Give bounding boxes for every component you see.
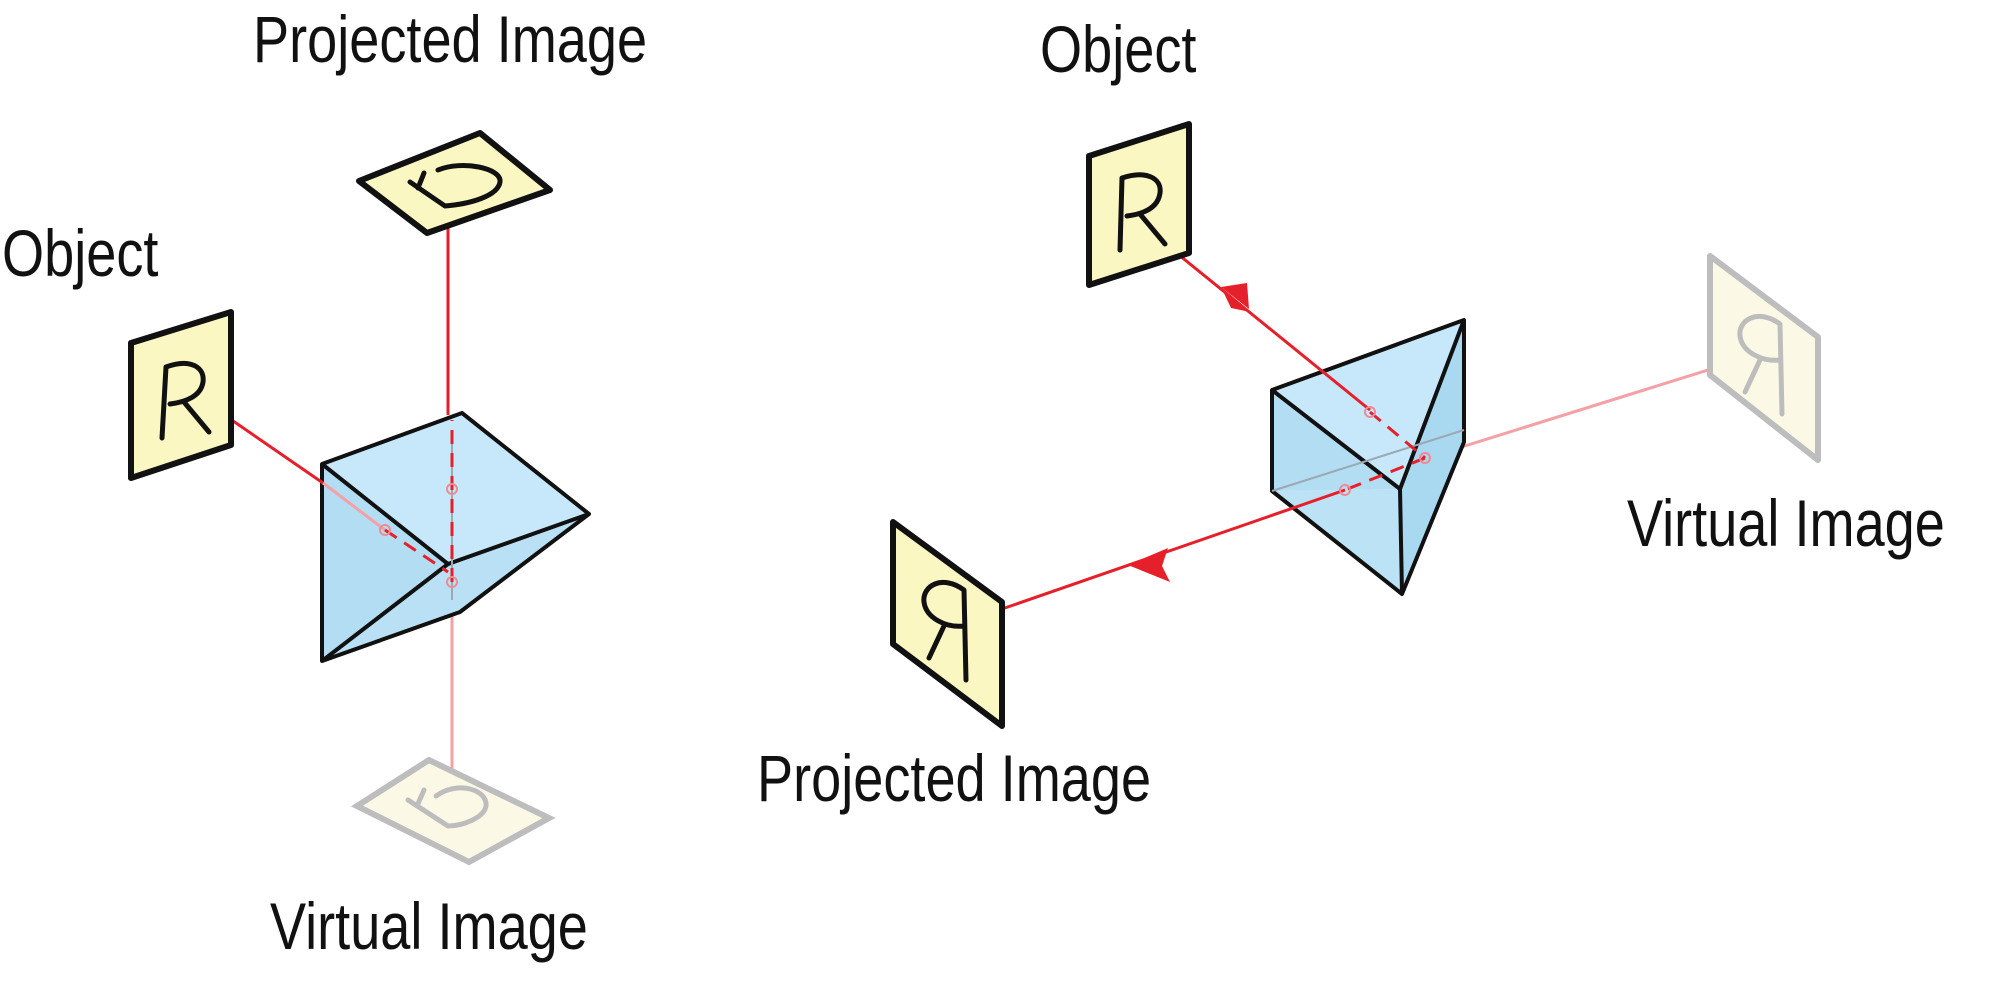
right-prism — [1270, 318, 1466, 596]
left-prism — [320, 411, 591, 663]
left-marker-2 — [446, 483, 458, 495]
left-virtual-image-card — [350, 756, 556, 866]
right-virtual-image-card — [1707, 253, 1821, 463]
left-diagram — [128, 130, 591, 866]
right-object-label: Object — [1040, 12, 1197, 86]
left-marker-1 — [379, 524, 391, 536]
right-object-ray-arrow-tip — [1221, 287, 1250, 312]
left-marker-3 — [446, 576, 458, 588]
left-projected-image-card — [356, 130, 553, 236]
left-virtual-glyph — [405, 785, 489, 829]
right-virtual-label: Virtual Image — [1627, 486, 1945, 560]
right-marker-1 — [1364, 406, 1376, 418]
right-projected-label: Projected Image — [757, 741, 1152, 815]
left-object-glyph — [159, 360, 212, 441]
right-virtual-ray — [1419, 358, 1741, 462]
right-object-card — [1086, 121, 1192, 288]
left-internal-ray — [384, 528, 449, 574]
left-projected-glyph — [407, 163, 503, 209]
right-diagram — [890, 121, 1821, 729]
left-projected-label: Projected Image — [253, 2, 648, 76]
right-reflected-ray-inside — [1344, 456, 1426, 492]
right-internal-ray — [1369, 410, 1426, 460]
right-projected-glyph — [921, 579, 969, 683]
right-projected-ray-arrow — [1128, 548, 1170, 582]
right-marker-3 — [1339, 484, 1351, 496]
right-projected-image-card — [890, 519, 1005, 729]
left-virtual-label: Virtual Image — [270, 889, 588, 963]
left-object-card — [128, 309, 234, 481]
right-object-glyph — [1117, 172, 1168, 253]
right-projected-ray — [1001, 488, 1346, 611]
right-marker-2 — [1419, 452, 1431, 464]
left-object-ray-inside — [322, 481, 386, 532]
right-object-ray-arrow — [1221, 283, 1249, 309]
left-object-label: Object — [2, 216, 159, 290]
right-virtual-glyph — [1737, 313, 1785, 417]
